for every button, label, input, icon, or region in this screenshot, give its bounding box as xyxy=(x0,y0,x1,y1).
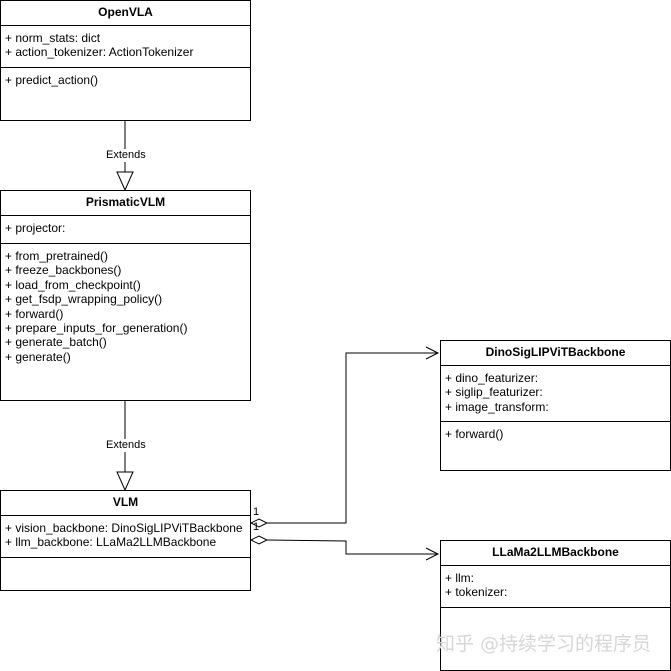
watermark: 知乎 @持续学习的程序员 xyxy=(436,633,652,655)
attribute: + llm_backbone: LLaMa2LLMBackbone xyxy=(5,535,217,550)
method: + get_fsdp_wrapping_policy() xyxy=(5,292,163,307)
attribute: + dino_featurizer: xyxy=(445,371,539,385)
method: + forward() xyxy=(5,306,64,321)
attributes-section: + vision_backbone: DinoSigLIPViTBackbone… xyxy=(1,516,250,558)
class-prismaticvlm[interactable]: PrismaticVLM + projector: + from_pretrai… xyxy=(0,190,251,401)
class-name: OpenVLA xyxy=(1,1,250,26)
method: + from_pretrained() xyxy=(5,249,109,263)
class-dinosiglipvitbackbone[interactable]: DinoSigLIPViTBackbone + dino_featurizer:… xyxy=(440,340,671,471)
class-openvla[interactable]: OpenVLA + norm_stats: dict + action_toke… xyxy=(0,0,251,121)
methods-section xyxy=(441,608,670,613)
methods-section: + predict_action() xyxy=(1,68,250,87)
methods-section xyxy=(1,558,250,563)
class-name: DinoSigLIPViTBackbone xyxy=(441,341,670,366)
method: + predict_action() xyxy=(5,73,99,87)
attribute: + image_transform: xyxy=(445,399,549,414)
generalization-arrowhead xyxy=(116,471,134,492)
attributes-section: + llm: + tokenizer: xyxy=(441,566,670,608)
attribute: + siglip_featurizer: xyxy=(445,385,543,400)
methods-section: + forward() xyxy=(441,422,670,441)
attributes-section: + norm_stats: dict + action_tokenizer: A… xyxy=(1,26,250,68)
attribute: + projector: xyxy=(5,221,66,235)
class-name: LLaMa2LLMBackbone xyxy=(441,541,670,566)
attribute: + norm_stats: dict xyxy=(5,31,101,45)
class-llama2llmbackbone[interactable]: LLaMa2LLMBackbone + llm: + tokenizer: xyxy=(440,540,671,671)
open-arrowhead xyxy=(425,346,440,360)
generalization-arrowhead xyxy=(116,171,134,192)
attributes-section: + dino_featurizer: + siglip_featurizer: … xyxy=(441,366,670,422)
extends-label: Extends xyxy=(105,439,147,452)
class-name: PrismaticVLM xyxy=(1,191,250,216)
method: + freeze_backbones() xyxy=(5,263,122,278)
attribute: + llm: xyxy=(445,571,475,585)
extends-label: Extends xyxy=(105,149,147,162)
class-name: VLM xyxy=(1,491,250,516)
attribute: + tokenizer: xyxy=(445,585,508,600)
method: + generate_batch() xyxy=(5,335,107,350)
attribute: + action_tokenizer: ActionTokenizer xyxy=(5,45,194,60)
open-arrowhead xyxy=(425,547,440,561)
method: + forward() xyxy=(445,427,504,441)
aggregation-line-vision xyxy=(267,352,438,524)
aggregation-diamond xyxy=(249,535,269,545)
multiplicity-label: 1 xyxy=(253,521,260,533)
class-vlm[interactable]: VLM + vision_backbone: DinoSigLIPViTBack… xyxy=(0,490,251,591)
attributes-section: + projector: xyxy=(1,216,250,244)
attribute: + vision_backbone: DinoSigLIPViTBackbone xyxy=(5,521,243,535)
method: + generate() xyxy=(5,349,71,364)
aggregation-line-llm xyxy=(266,539,438,555)
method: + load_from_checkpoint() xyxy=(5,277,141,292)
methods-section: + from_pretrained() + freeze_backbones()… xyxy=(1,244,250,364)
multiplicity-label: 1 xyxy=(253,506,260,518)
method: + prepare_inputs_for_generation() xyxy=(5,320,188,335)
